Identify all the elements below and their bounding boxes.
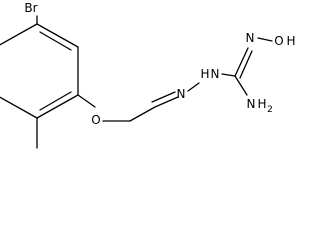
hydrazine-h-label: H	[200, 67, 209, 81]
carbon-n-double-bond-a	[234, 47, 249, 77]
aromatic-inner-bond-lower	[39, 91, 72, 111]
hydrazone-nitrogen-label: N	[177, 87, 186, 101]
bromine-label: Br	[24, 1, 37, 15]
imine-double-bond-b	[151, 91, 176, 103]
n-o-bond	[257, 37, 273, 42]
aromatic-inner-bond-upper	[39, 31, 72, 51]
hydrazine-n-label: N	[211, 67, 220, 81]
ring-bond-top-left	[36, 23, 79, 48]
amine-hydrogen-label: H	[257, 97, 266, 111]
ring-bond-right-lower	[36, 94, 79, 119]
ring-bond-bottom-left	[0, 96, 38, 119]
aryl-oxygen-bond	[77, 94, 96, 108]
n-nh-bond	[187, 82, 200, 92]
nh-carbon-bond	[221, 73, 236, 77]
hydroxyl-hydrogen-label: H	[286, 34, 295, 48]
ring-bond-top-right	[0, 23, 38, 46]
imine-double-bond-a	[154, 96, 179, 108]
carbon-nh2-bond	[234, 75, 248, 96]
amine-nitrogen-label: N	[247, 97, 256, 111]
carbon-n-double-bond-b	[239, 50, 253, 79]
chemical-structure-diagram: Br O N H N N O H N H 2	[0, 1, 296, 149]
hydroxyl-oxygen-label: O	[274, 34, 283, 48]
amidine-nitrogen-label: N	[246, 31, 255, 45]
benzene-ring	[0, 23, 79, 119]
amine-subscript-label: 2	[267, 105, 273, 115]
ch2-ch-bond	[129, 106, 156, 122]
ether-oxygen-label: O	[91, 113, 100, 127]
